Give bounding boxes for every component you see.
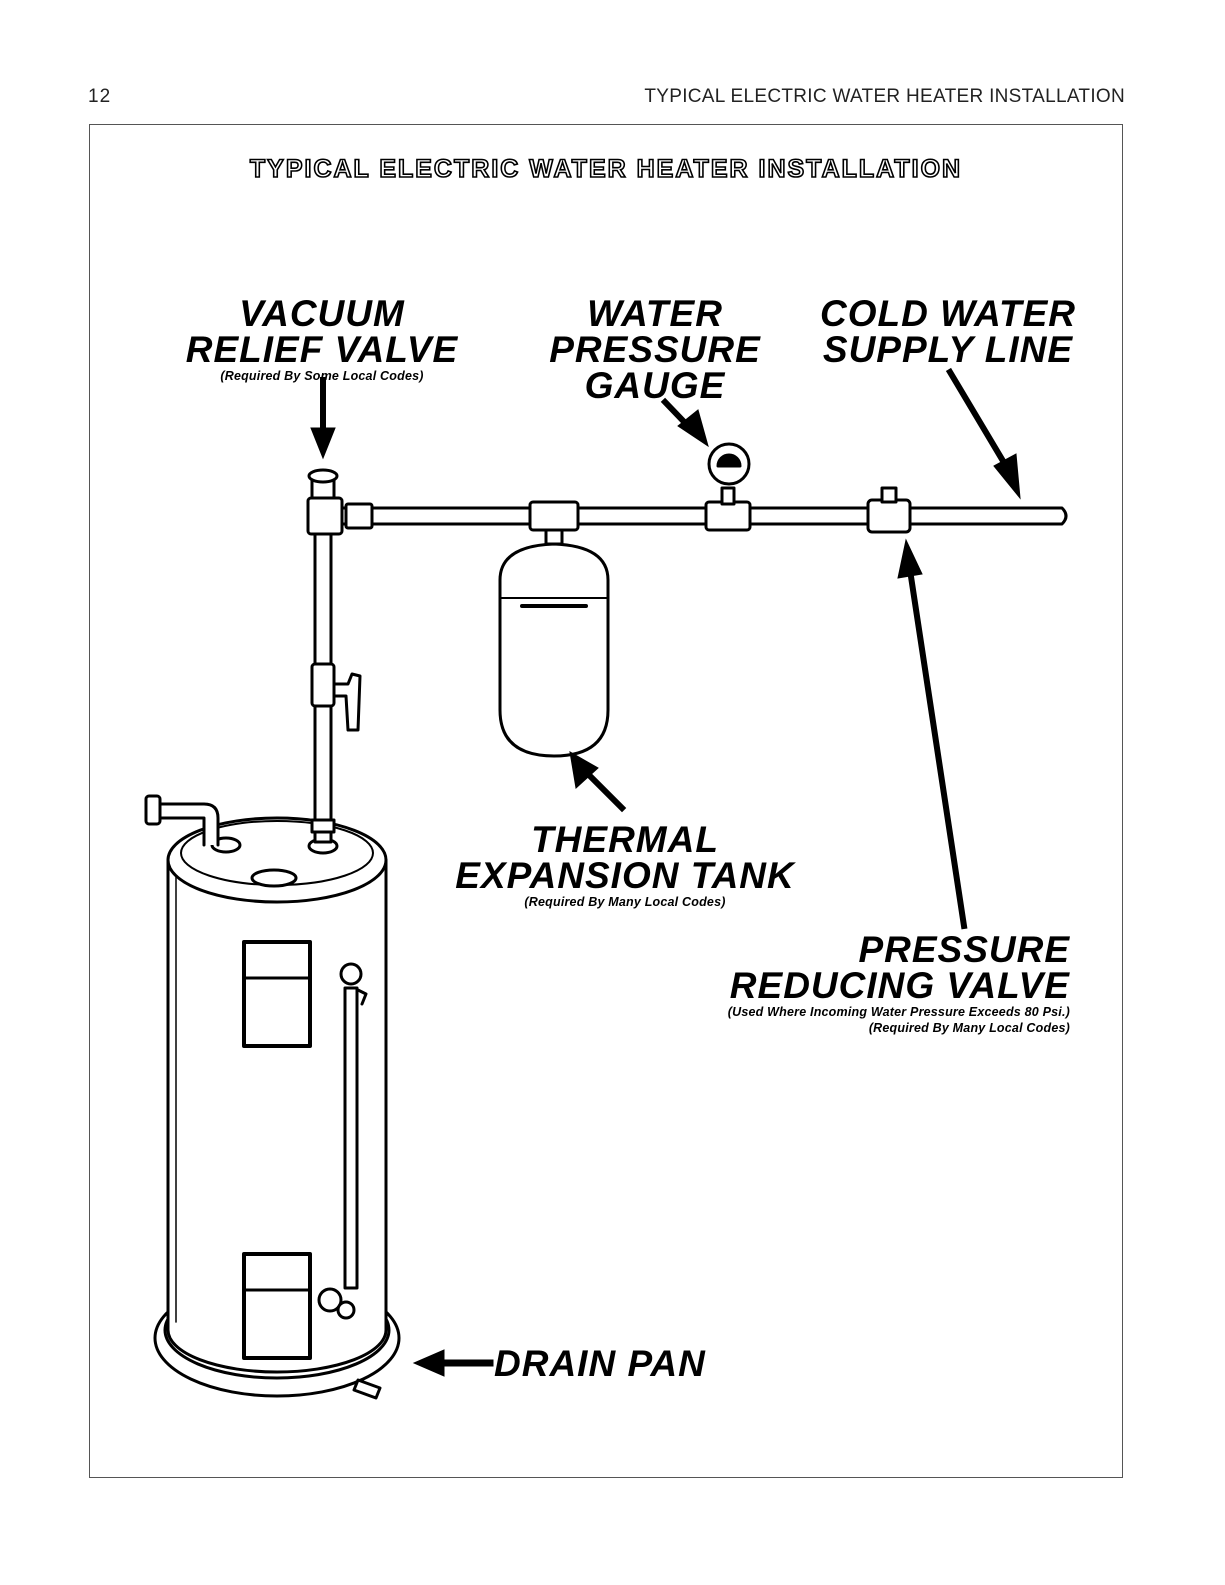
label-note: (Required By Some Local Codes)	[220, 369, 424, 383]
label-drain-pan: DRAIN PAN	[494, 1343, 734, 1384]
label-cold-water-supply-line: COLD WATER SUPPLY LINE	[808, 293, 1088, 370]
label-vacuum-relief-valve: VACUUM RELIEF VALVE (Required By Some Lo…	[172, 293, 472, 384]
hot-outlet-pipe	[144, 794, 242, 854]
label-note: (Used Where Incoming Water Pressure Exce…	[727, 1005, 1070, 1019]
label-line: GAUGE	[584, 365, 726, 406]
label-line: REDUCING VALVE	[729, 965, 1070, 1006]
label-line: WATER	[587, 293, 723, 334]
label-note: (Required By Many Local Codes)	[868, 1021, 1070, 1035]
label-line: SUPPLY LINE	[822, 329, 1074, 370]
label-line: PRESSURE	[549, 329, 761, 370]
label-line: PRESSURE	[858, 929, 1070, 970]
running-header: TYPICAL ELECTRIC WATER HEATER INSTALLATI…	[644, 86, 1125, 107]
label-line: EXPANSION TANK	[455, 855, 795, 896]
label-pressure-reducing-valve: PRESSURE REDUCING VALVE (Used Where Inco…	[580, 929, 1070, 1036]
supply-pipe	[340, 442, 1068, 546]
page-number: 12	[88, 86, 112, 107]
label-line: DRAIN PAN	[494, 1343, 706, 1384]
label-line: VACUUM	[239, 293, 405, 334]
label-water-pressure-gauge: WATER PRESSURE GAUGE	[540, 293, 770, 406]
diagram-title: TYPICAL ELECTRIC WATER HEATER INSTALLATI…	[249, 154, 963, 184]
label-thermal-expansion-tank: THERMAL EXPANSION TANK (Required By Many…	[440, 819, 810, 910]
label-line: RELIEF VALVE	[185, 329, 459, 370]
label-line: COLD WATER	[820, 293, 1076, 334]
figure-frame	[89, 124, 1123, 1478]
cold-inlet-pipe	[306, 468, 362, 855]
label-line: THERMAL	[531, 819, 719, 860]
water-heater	[166, 816, 388, 1374]
thermal-expansion-tank	[498, 542, 610, 758]
label-note: (Required By Many Local Codes)	[524, 895, 726, 909]
